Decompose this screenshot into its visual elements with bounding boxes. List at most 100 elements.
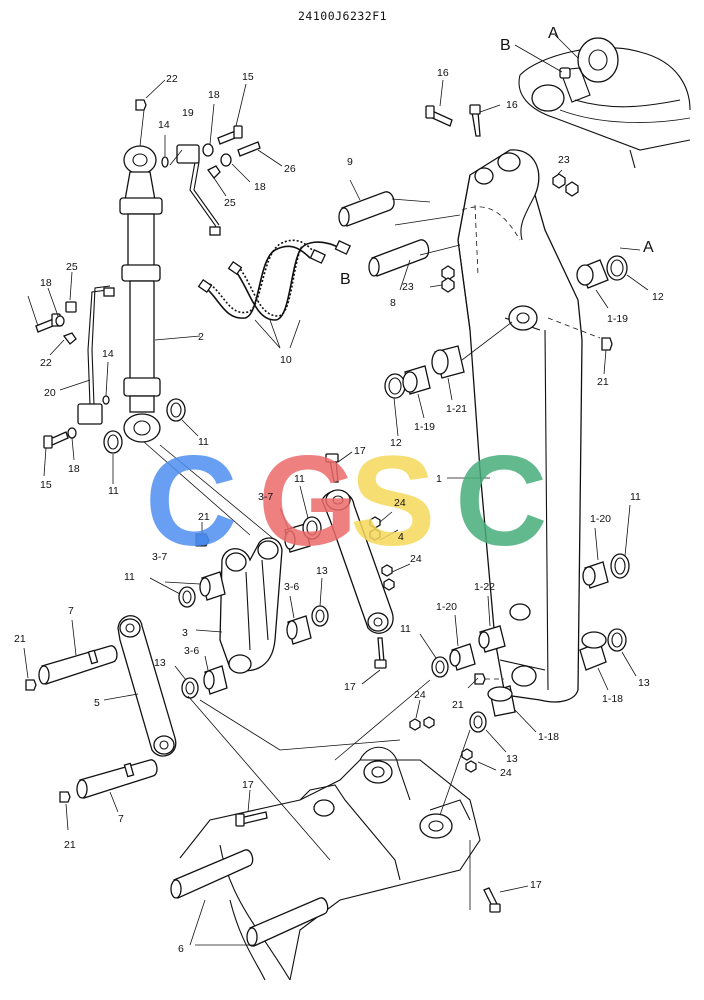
label-18-lower: 18 — [68, 463, 80, 475]
label-24-lower: 24 — [414, 689, 426, 701]
label-18-top: 18 — [208, 89, 220, 101]
label-2: 2 — [198, 331, 204, 343]
cylinder-fasteners — [27, 83, 283, 477]
label-22-top: 22 — [166, 73, 178, 85]
callout-b-hose: B — [340, 271, 351, 288]
part-labels: 22 14 19 18 15 26 18 25 9 16 16 23 23 8 … — [14, 67, 664, 955]
label-3-6-right: 3-6 — [284, 581, 299, 593]
label-1-18-center: 1-18 — [538, 731, 559, 743]
label-13-link: 13 — [316, 565, 328, 577]
label-12-left: 12 — [390, 437, 402, 449]
label-6: 6 — [178, 943, 184, 955]
label-3-7-right: 3-7 — [258, 491, 273, 503]
label-5: 5 — [94, 697, 100, 709]
label-1-20-center: 1-20 — [436, 601, 457, 613]
label-14-left: 14 — [102, 348, 114, 360]
boom-cylinder — [119, 145, 276, 541]
label-19: 19 — [182, 107, 194, 119]
label-1-18-right: 1-18 — [602, 693, 623, 705]
label-11-cyl-left: 11 — [108, 485, 119, 497]
grease-fittings — [23, 79, 166, 831]
center-lower-bushings — [419, 595, 537, 753]
label-1-21: 1-21 — [446, 403, 467, 415]
assembly-guide-lines — [187, 214, 471, 861]
label-8: 8 — [390, 297, 396, 309]
label-15-left: 15 — [40, 479, 52, 491]
boom-bushings-right — [547, 247, 649, 375]
watermark: C G S C — [145, 430, 547, 573]
link-bracket-3 — [195, 537, 283, 674]
link-5 — [103, 615, 177, 757]
label-3-7-left: 3-7 — [152, 551, 167, 563]
label-20: 20 — [44, 387, 56, 399]
label-11-right: 11 — [630, 491, 641, 503]
label-1-22: 1-22 — [474, 581, 495, 593]
label-1-19-right: 1-19 — [607, 313, 628, 325]
label-11-link: 11 — [294, 473, 305, 485]
drawing-number: 24100J6232F1 — [298, 9, 387, 23]
label-23-mid: 23 — [402, 281, 414, 293]
cylinder-seals-11 — [103, 398, 199, 484]
label-3: 3 — [182, 627, 188, 639]
link-4-fasteners — [325, 451, 497, 773]
callout-b-top: B — [500, 37, 511, 54]
label-1-20-right: 1-20 — [590, 513, 611, 525]
label-18-left: 18 — [40, 277, 52, 289]
label-24-mid: 24 — [410, 553, 422, 565]
label-11-cyl: 11 — [198, 436, 209, 448]
bucket-bolts-17 — [235, 789, 529, 913]
label-11-center: 11 — [400, 623, 411, 635]
watermark-letter-1: C — [145, 430, 237, 573]
label-22-left: 22 — [40, 357, 52, 369]
label-21-center: 21 — [452, 699, 464, 711]
boom-foot-pins — [338, 179, 431, 291]
bucket-assembly — [179, 746, 481, 981]
label-25-left: 25 — [66, 261, 78, 273]
watermark-letter-3: S — [350, 430, 435, 573]
label-13-left: 13 — [154, 657, 166, 669]
label-11-left: 11 — [124, 571, 135, 583]
boom-bushings-left — [384, 321, 513, 437]
boom-lower-bushings — [579, 504, 637, 691]
watermark-letter-2: G — [258, 430, 358, 573]
label-16-left: 16 — [437, 67, 449, 79]
bolts-16 — [425, 79, 501, 137]
label-17-bucket-left: 17 — [242, 779, 254, 791]
bucket-pins-6 — [170, 849, 329, 947]
grease-fitting-21-highlight — [195, 522, 210, 547]
label-16-right: 16 — [506, 99, 518, 111]
label-13-center: 13 — [506, 753, 518, 765]
label-3-6-left: 3-6 — [184, 645, 199, 657]
pins-7 — [38, 619, 158, 813]
label-21-left: 21 — [14, 633, 26, 645]
label-24-bottom: 24 — [500, 767, 512, 779]
label-1: 1 — [436, 473, 442, 485]
label-17-bucket-right: 17 — [530, 879, 542, 891]
label-7-bottom: 7 — [118, 813, 124, 825]
hoses-and-tubes — [59, 144, 351, 425]
label-12-right: 12 — [652, 291, 664, 303]
callout-a-right: A — [643, 239, 654, 256]
label-13-right: 13 — [638, 677, 650, 689]
boom-arm — [447, 149, 583, 703]
link-4 — [321, 489, 399, 634]
nuts-23 — [429, 169, 579, 293]
label-9: 9 — [347, 156, 353, 168]
label-23-top: 23 — [558, 154, 570, 166]
watermark-letter-4: C — [455, 430, 547, 573]
link-3-bushings — [149, 485, 329, 699]
label-15-top: 15 — [242, 71, 254, 83]
label-25-top: 25 — [224, 197, 236, 209]
label-7-top: 7 — [68, 605, 74, 617]
label-18-mid: 18 — [254, 181, 266, 193]
label-4: 4 — [398, 531, 404, 543]
label-24-top: 24 — [394, 497, 406, 509]
label-21-bottom: 21 — [64, 839, 76, 851]
label-21-right: 21 — [597, 376, 609, 388]
detail-view-top-right — [514, 34, 691, 169]
label-10: 10 — [280, 354, 292, 366]
label-17-top: 17 — [354, 445, 366, 457]
label-21-link: 21 — [198, 511, 210, 523]
callout-a-top: A — [548, 25, 559, 42]
